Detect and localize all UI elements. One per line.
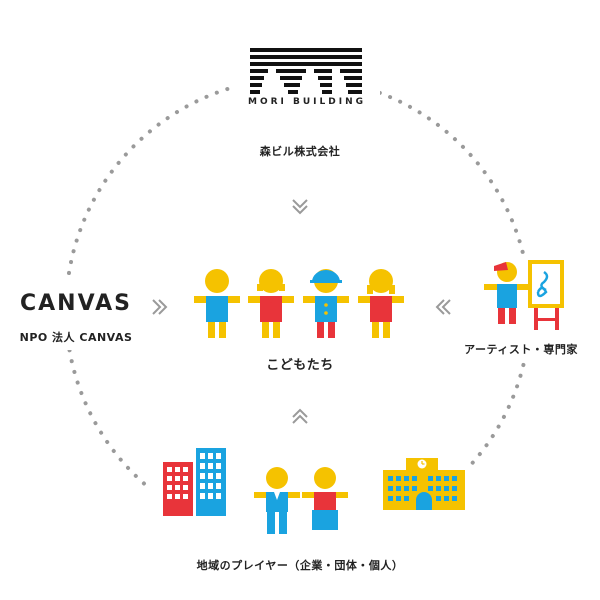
node-label-children: こどもたち — [266, 358, 334, 373]
chevron-up-icon — [292, 408, 308, 424]
node-label-artists: アーティスト・専門家 — [464, 343, 578, 356]
adults-icon — [254, 467, 348, 534]
mori-building-logo-text: MORI BUILDING — [247, 97, 367, 107]
mori-building-logo-icon — [250, 48, 362, 94]
chevron-right-icon — [152, 299, 168, 315]
canvas-logo-icon: CANVAS — [20, 291, 132, 316]
node-label-npo-canvas: NPO 法人 CANVAS — [19, 331, 133, 344]
node-label-local-players: 地域のプレイヤー（企業・団体・個人） — [196, 559, 404, 572]
buildings-icon — [163, 448, 226, 516]
node-label-mori-building: 森ビル株式会社 — [259, 145, 341, 158]
chevron-left-icon — [435, 299, 451, 315]
children-icon — [194, 269, 404, 338]
school-icon — [383, 458, 465, 510]
chevron-down-icon — [292, 199, 308, 215]
artist-icon — [484, 260, 564, 330]
